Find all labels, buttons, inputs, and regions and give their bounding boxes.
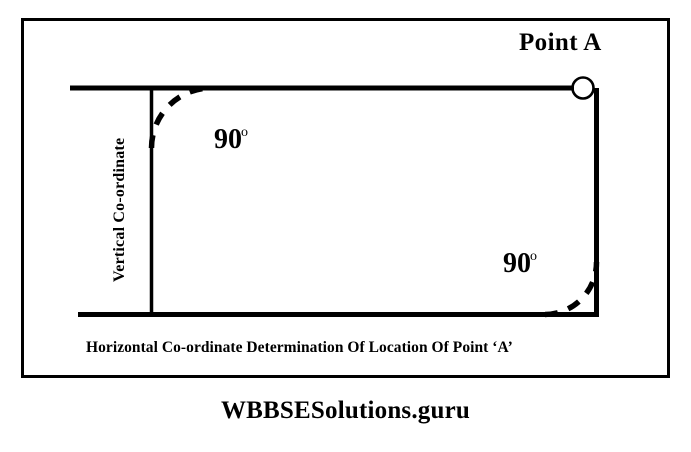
degree-symbol-top-left: o [241,124,248,140]
angle-label-top-left: 90o [214,124,249,155]
degree-symbol-bottom-right: o [530,248,537,264]
vertical-coordinate-axis-label: Vertical Co-ordinate [111,137,128,282]
angle-value-bottom-right: 90 [503,248,531,279]
site-watermark: WBBSESolutions.guru [220,397,471,424]
figure-frame [21,18,670,378]
angle-label-bottom-right: 90o [503,248,538,279]
figure-caption: Horizontal Co-ordinate Determination Of … [86,339,513,356]
angle-value-top-left: 90 [214,124,242,155]
point-a-label: Point A [519,29,602,56]
